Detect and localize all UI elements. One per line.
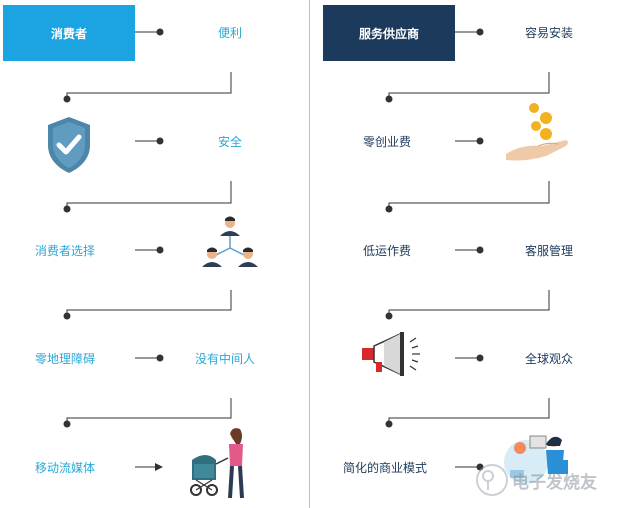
label-safe: 安全 xyxy=(218,135,243,149)
label-no-middleman: 没有中间人 xyxy=(195,352,256,366)
label-global-audience: 全球观众 xyxy=(525,352,574,366)
label-easy-install: 容易安装 xyxy=(525,26,574,40)
service-provider-header-label: 服务供应商 xyxy=(358,26,419,41)
watermark-text: 电子发烧友 xyxy=(512,473,597,493)
shield-check-icon xyxy=(48,117,90,173)
hand-with-coins-icon xyxy=(506,103,568,161)
label-convenient: 便利 xyxy=(218,26,243,40)
consumer-header-label: 消费者 xyxy=(50,26,87,41)
label-zero-geo-barrier: 零地理障碍 xyxy=(35,352,96,366)
watermark: 电子发烧友 xyxy=(474,462,614,502)
label-zero-startup-fee: 零创业费 xyxy=(363,135,412,149)
business-analytics-icon xyxy=(504,435,568,484)
label-low-operating-cost: 低运作费 xyxy=(363,244,412,258)
column-divider xyxy=(309,0,310,508)
watermark-logo-icon xyxy=(476,464,508,496)
label-mobile-streaming: 移动流媒体 xyxy=(35,461,96,475)
label-consumer-choice: 消费者选择 xyxy=(35,244,96,258)
consumer-header: 消费者 xyxy=(3,5,135,61)
woman-with-stroller-icon xyxy=(190,428,244,499)
service-provider-header: 服务供应商 xyxy=(323,5,455,61)
label-customer-service: 客服管理 xyxy=(525,244,574,258)
megaphone-icon xyxy=(362,332,420,376)
people-network-icon xyxy=(202,216,258,267)
label-simple-business-model: 简化的商业模式 xyxy=(343,461,428,475)
